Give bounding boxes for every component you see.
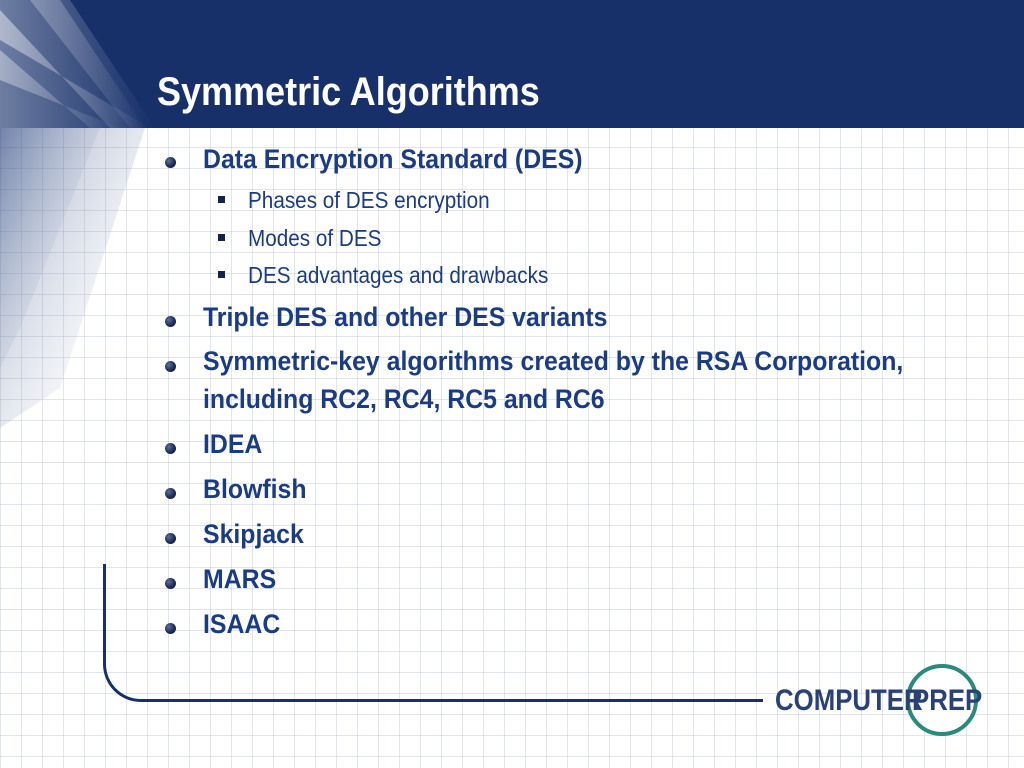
bullet-text: Triple DES and other DES variants bbox=[203, 302, 608, 332]
left-light-rays bbox=[0, 128, 145, 428]
bullet-item: IDEA bbox=[203, 429, 268, 460]
sub-bullet-text: Phases of DES encryption bbox=[248, 187, 490, 213]
bullet-marker bbox=[165, 623, 176, 634]
sub-bullet-text: Modes of DES bbox=[248, 225, 382, 251]
bullet-item: MARS bbox=[203, 564, 283, 595]
bullet-text: MARS bbox=[203, 564, 277, 594]
bullet-marker bbox=[165, 488, 176, 499]
slide-title: Symmetric Algorithms bbox=[157, 70, 540, 114]
bullet-text: IDEA bbox=[203, 429, 263, 459]
logo-text-right: PREP bbox=[912, 684, 983, 717]
bullet-text: including RC2, RC4, RC5 and RC6 bbox=[203, 384, 605, 414]
bullet-marker bbox=[165, 443, 176, 454]
computerprep-logo: COMPUTER PREP bbox=[770, 660, 990, 744]
bullet-marker bbox=[165, 578, 176, 589]
sub-bullet-item: DES advantages and drawbacks bbox=[248, 262, 582, 289]
bullet-item: ISAAC bbox=[203, 609, 287, 640]
title-bar: Symmetric Algorithms bbox=[0, 0, 1024, 128]
bullet-text: Data Encryption Standard (DES) bbox=[203, 144, 583, 174]
bullet-marker bbox=[165, 316, 176, 327]
bullet-marker bbox=[165, 533, 176, 544]
bullet-text: ISAAC bbox=[203, 609, 281, 639]
logo-ring bbox=[906, 664, 978, 736]
bullet-item: Skipjack bbox=[203, 519, 313, 550]
bullet-marker bbox=[165, 157, 176, 168]
sub-bullet-text: DES advantages and drawbacks bbox=[248, 262, 549, 288]
sub-bullet-item: Phases of DES encryption bbox=[248, 187, 516, 214]
title-light-rays bbox=[0, 0, 155, 128]
bullet-item: Blowfish bbox=[203, 474, 316, 505]
bullet-item: Triple DES and other DES variants bbox=[203, 302, 643, 333]
bullet-item: Data Encryption Standard (DES) bbox=[203, 144, 616, 175]
bullet-text: Symmetric-key algorithms created by the … bbox=[203, 346, 904, 376]
logo-text-left: COMPUTER bbox=[775, 684, 923, 717]
sub-bullet-item: Modes of DES bbox=[248, 225, 396, 252]
sub-bullet-marker bbox=[218, 196, 225, 203]
sub-bullet-marker bbox=[218, 271, 225, 278]
bullet-text: Blowfish bbox=[203, 474, 307, 504]
bullet-item-continuation: including RC2, RC4, RC5 and RC6 bbox=[203, 384, 640, 415]
bullet-marker bbox=[165, 361, 176, 372]
bullet-item: Symmetric-key algorithms created by the … bbox=[203, 346, 964, 377]
bullet-text: Skipjack bbox=[203, 519, 304, 549]
decorative-frame-line bbox=[103, 564, 763, 702]
sub-bullet-marker bbox=[218, 234, 225, 241]
